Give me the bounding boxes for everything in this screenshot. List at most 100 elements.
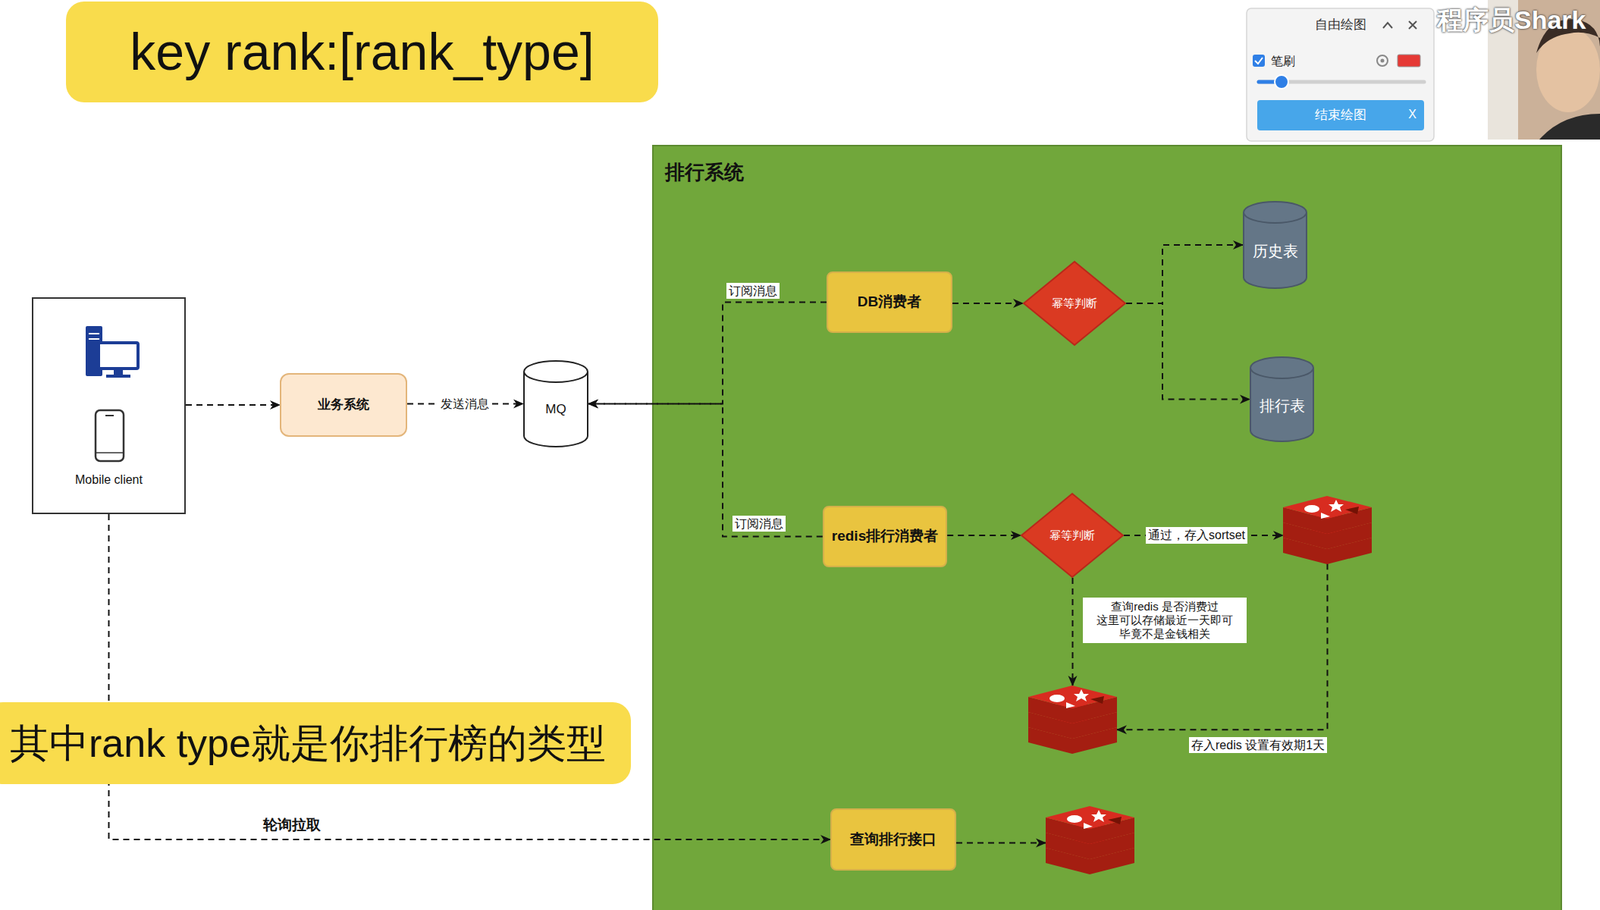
- phone-speaker: [105, 414, 114, 417]
- node-text: 业务系统: [317, 397, 370, 413]
- redis-dot: [1066, 815, 1083, 823]
- node-text: 幂等判断: [1049, 528, 1095, 543]
- redis-wedge: [1345, 506, 1359, 515]
- api-box: 查询排行接口: [830, 808, 957, 871]
- decision-diamond: 幂等判断: [1022, 260, 1127, 346]
- dashed-connector: [1116, 563, 1328, 730]
- redis-wedge: [1107, 816, 1122, 825]
- dashed-connector: [1126, 303, 1250, 400]
- node-text: DB消费者: [857, 293, 922, 311]
- node-text: 笔刷: [1270, 53, 1296, 69]
- monitor-stand: [113, 369, 123, 375]
- checkbox-tick: [1254, 57, 1263, 64]
- note-label: 查询redis 是否消费过 这里可以存储最近一天即可 毕竟不是金钱相关: [1082, 597, 1247, 644]
- redis-dot: [1049, 694, 1065, 703]
- phone-screen-edge: [95, 451, 124, 454]
- redis-star: [1091, 809, 1107, 822]
- edge-label: 订阅消息: [732, 515, 786, 532]
- cylinder-rim: [1250, 367, 1314, 379]
- dashed-connector: [1072, 577, 1074, 686]
- redis-logo: [1283, 495, 1372, 570]
- tower-slot: [88, 338, 100, 340]
- edge-label: 通过，存入sortset: [1145, 527, 1248, 543]
- note-callout: 其中rank type就是你排行榜的类型: [0, 702, 631, 785]
- toolbar-art: [1246, 8, 1434, 142]
- dashed-connector: [407, 403, 524, 405]
- node-text: X: [1408, 106, 1417, 122]
- gear-hub: [1380, 59, 1385, 63]
- region-fill: [652, 145, 1562, 910]
- diamond-shape: [1021, 493, 1124, 578]
- client-box: Mobile client: [31, 297, 186, 515]
- cylinder-body: [523, 360, 588, 447]
- redis-star: [1328, 499, 1344, 512]
- cylinder-rim: [523, 371, 588, 383]
- redis-dot: [1304, 505, 1320, 513]
- dashed-connector: [185, 404, 280, 406]
- monitor-base: [106, 374, 131, 378]
- node-text: 查询排行接口: [850, 831, 937, 849]
- edge-label: 发送消息: [438, 395, 492, 412]
- redis-logo: [1045, 806, 1135, 880]
- node-text: MQ: [545, 401, 566, 418]
- edge-label: 轮询拉取: [260, 815, 324, 835]
- redis-icon: [1028, 685, 1117, 760]
- phone-icon: [95, 410, 124, 462]
- consumer-box: DB消费者: [826, 271, 953, 333]
- redis-star: [1073, 689, 1089, 702]
- node-text: 排行系统: [665, 160, 744, 185]
- slider-knob: [1274, 75, 1289, 89]
- dashed-connector: [1123, 534, 1284, 537]
- dashed-connector: [947, 534, 1021, 537]
- dashed-connector: [952, 302, 1023, 305]
- webcam-hair: [1536, 18, 1600, 54]
- toolbar-button: 结束绘图 X: [1257, 100, 1425, 131]
- redis-slab-top: [1045, 806, 1135, 829]
- redis-slab-top: [1283, 495, 1372, 519]
- toolbar-panel-fill: [1246, 8, 1434, 142]
- dashed-connector: [956, 842, 1046, 844]
- title-callout: key rank:[rank_type]: [65, 1, 659, 103]
- redis-logo: [1028, 685, 1117, 760]
- node-text: 历史表: [1252, 241, 1299, 261]
- node-text: 排行表: [1259, 396, 1306, 415]
- diamond-shape: [1023, 261, 1126, 346]
- redis-icon: [1045, 806, 1135, 880]
- system-region: 排行系统DB消费者幂等判断历史表排行表redis排行消费者幂等判断查询排行接口: [652, 145, 1562, 910]
- redis-slab-top: [1028, 685, 1117, 709]
- edge-label: 订阅消息: [726, 282, 780, 299]
- webcam-shirt: [1539, 113, 1600, 140]
- cylinder-rim: [1243, 212, 1307, 223]
- collapse-caret: [1383, 22, 1393, 29]
- edge-label: 存入redis 设置有效期1天: [1189, 737, 1328, 753]
- node-text: 幂等判断: [1051, 296, 1098, 311]
- cylinder-body: [1243, 201, 1307, 289]
- webcam-frame: [1487, 0, 1600, 140]
- watermark: 程序员Shark: [1436, 4, 1587, 36]
- node-text: key rank:[rank_type]: [129, 21, 594, 84]
- node-text: 结束绘图: [1314, 107, 1367, 123]
- database-cylinder: 排行表: [1249, 357, 1315, 442]
- dashed-connector: [588, 404, 823, 537]
- toolbar-panel: 自由绘图笔刷结束绘图 X: [1246, 8, 1434, 142]
- node-text: 自由绘图: [1246, 17, 1434, 33]
- process-box: 业务系统: [279, 373, 408, 437]
- dashed-connector: [109, 514, 832, 840]
- dashed-connector: [1126, 244, 1243, 304]
- checkbox: [1252, 54, 1265, 67]
- database-cylinder: 历史表: [1242, 201, 1308, 289]
- client-icons: [85, 326, 139, 462]
- webcam-image: [1487, 0, 1600, 140]
- webcam-wall: [1487, 0, 1519, 140]
- monitor-icon: [98, 342, 139, 369]
- dashed-connector: [588, 302, 827, 405]
- node-text: Mobile client: [75, 472, 143, 487]
- color-swatch: [1397, 54, 1421, 67]
- queue-cylinder: MQ: [523, 360, 589, 447]
- redis-shard: [1066, 702, 1076, 709]
- redis-icon: [1283, 495, 1372, 570]
- redis-shard: [1320, 512, 1331, 519]
- node-text: 其中rank type就是你排行榜的类型: [9, 719, 606, 767]
- cylinder-body: [1250, 357, 1314, 442]
- close-cross: [1408, 21, 1417, 29]
